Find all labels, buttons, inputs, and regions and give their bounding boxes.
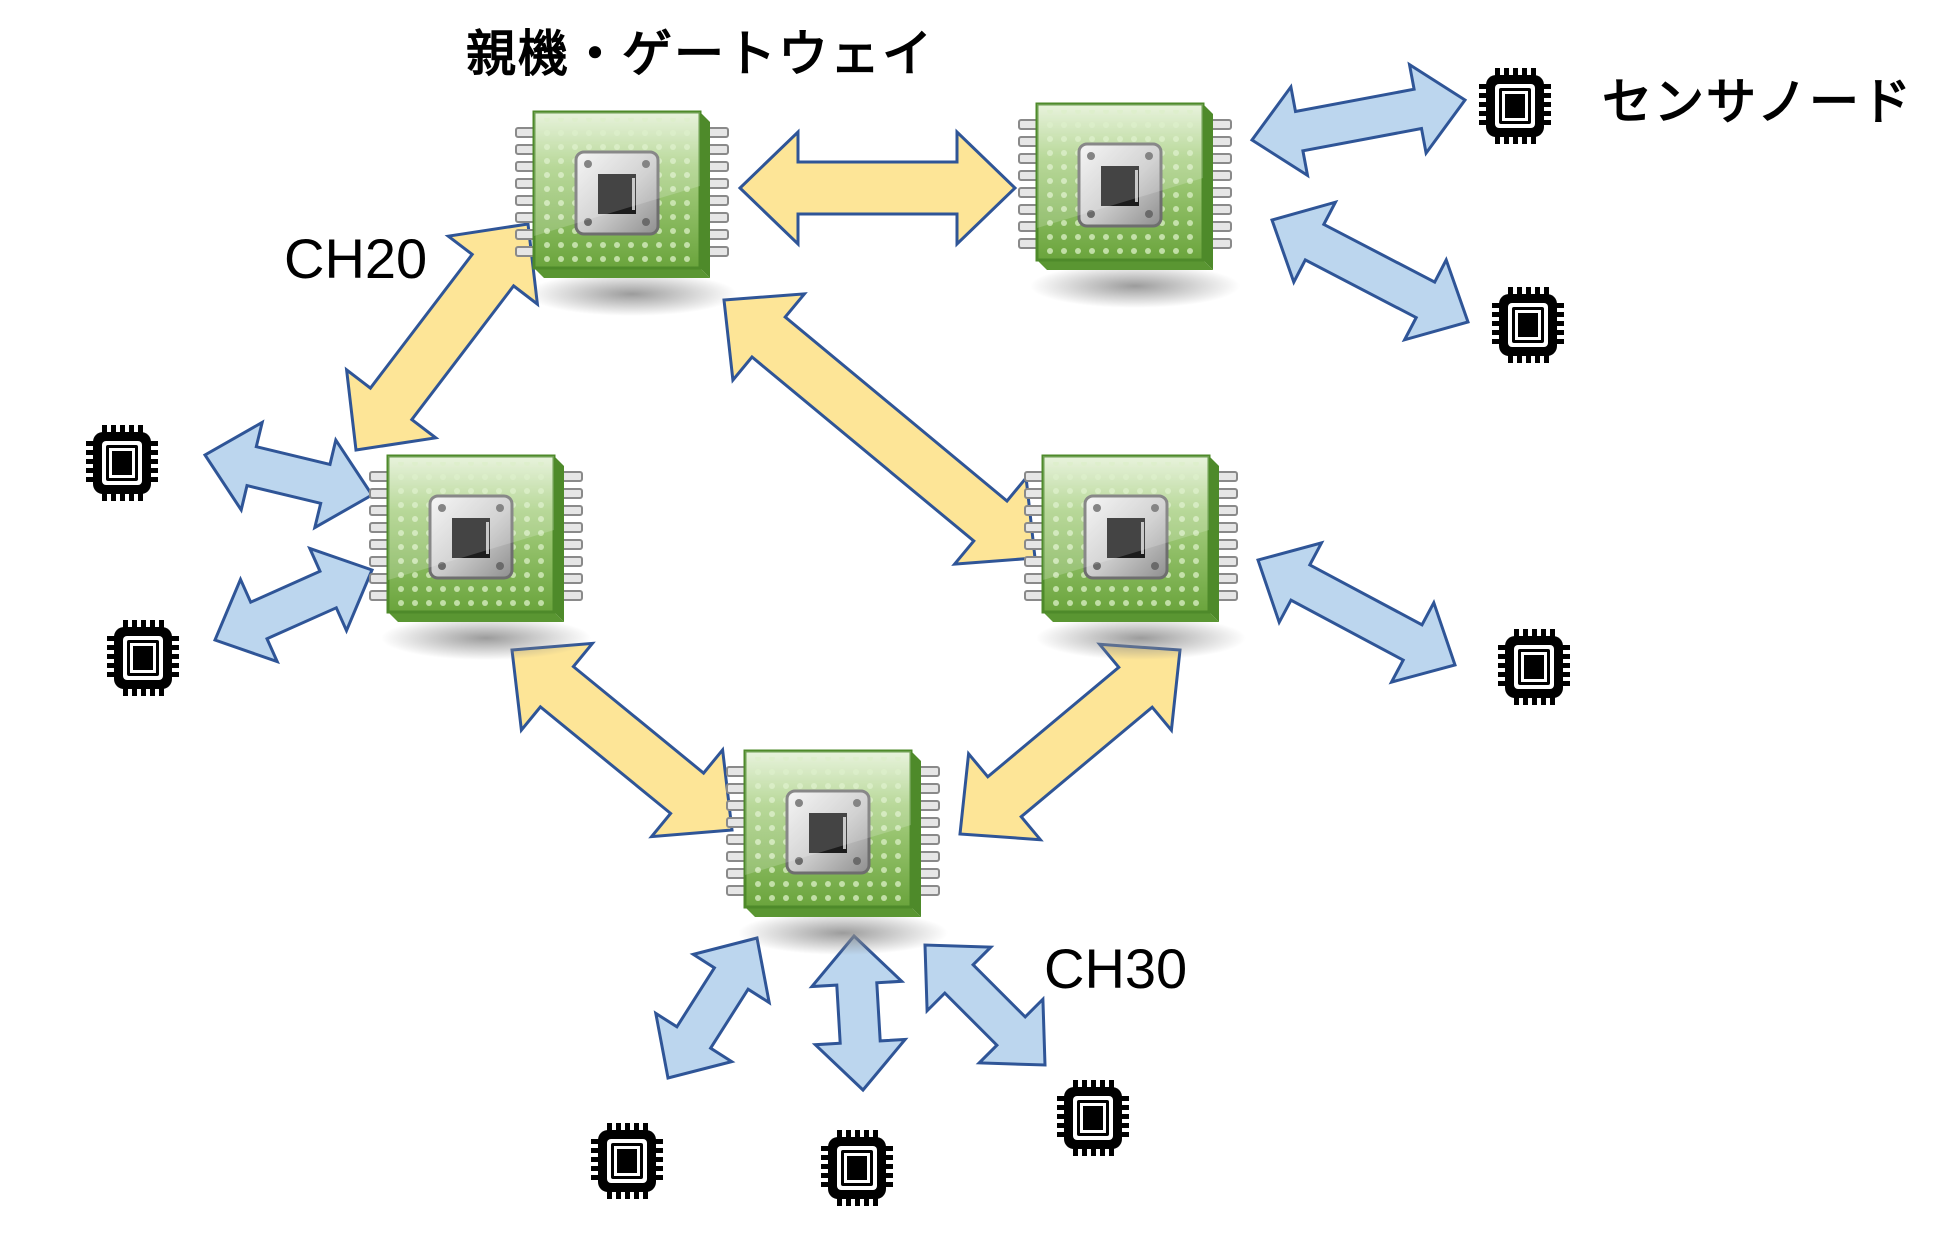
relay-right-chip-icon	[1023, 454, 1248, 662]
relay-link-arrow-gateway-to-relay-left	[344, 222, 540, 452]
relay-link-arrow-gateway-to-relay-top-right	[737, 128, 1018, 248]
gateway-chip-icon	[514, 110, 739, 318]
sensor-b-3-sensor-node-icon	[1057, 1080, 1129, 1156]
ch30-label: CH30	[1044, 937, 1188, 1000]
sensor-link-arrow-relay-right-to-sensor-r-1	[1256, 540, 1457, 685]
relay-link-arrow-relay-right-to-relay-bottom	[958, 642, 1182, 842]
sensor-l-1-sensor-node-icon	[86, 425, 158, 501]
sensor-b-1-sensor-node-icon	[591, 1123, 663, 1199]
sensor-tr-1-sensor-node-icon	[1479, 68, 1551, 144]
sensor-link-arrow-relay-bottom-to-sensor-b-2	[808, 933, 909, 1093]
sensor-link-arrow-relay-bottom-to-sensor-b-1	[653, 936, 772, 1080]
sensor-link-arrow-relay-left-to-sensor-l-2	[212, 545, 375, 665]
ch20-label: CH20	[284, 227, 428, 290]
sensor-link-arrow-relay-top-right-to-sensor-tr-1	[1249, 61, 1468, 179]
sensor-r-1-sensor-node-icon	[1498, 629, 1570, 705]
relay-link-arrow-gateway-to-relay-right	[722, 292, 1037, 566]
sensor-node-label: センサノード	[1602, 73, 1913, 131]
gateway-label: 親機・ゲートウェイ	[466, 25, 934, 83]
sensor-tr-2-sensor-node-icon	[1492, 287, 1564, 363]
sensor-link-arrow-relay-top-right-to-sensor-tr-2	[1270, 199, 1470, 343]
relay-top-right-chip-icon	[1017, 102, 1242, 310]
sensor-b-2-sensor-node-icon	[821, 1130, 893, 1206]
sensor-link-arrow-relay-left-to-sensor-l-1	[202, 419, 375, 531]
relay-left-chip-icon	[368, 454, 593, 662]
relay-links	[344, 128, 1182, 842]
relay-bottom-chip-icon	[725, 749, 950, 957]
relay-link-arrow-relay-left-to-relay-bottom	[510, 641, 734, 839]
sensor-l-2-sensor-node-icon	[107, 620, 179, 696]
sensor-link-arrow-relay-bottom-to-sensor-b-3	[923, 943, 1047, 1067]
sensor-links	[202, 61, 1470, 1093]
